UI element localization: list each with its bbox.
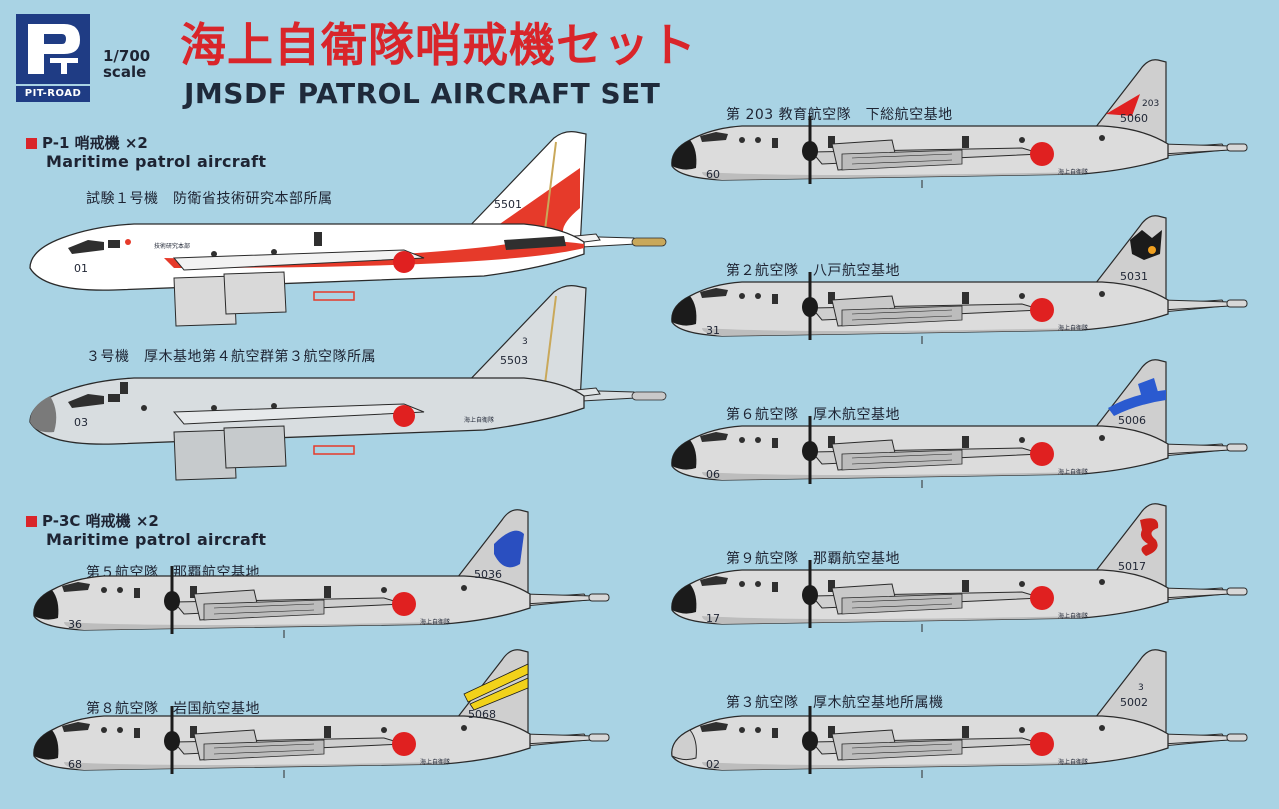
p3c-7-nose-number: 02	[706, 758, 720, 771]
p3c-section-heading: P-3C 哨戒機 ×2	[26, 510, 159, 531]
p1-1-tail-number: 5501	[494, 198, 522, 211]
p1-aircraft-1-caption: 試験１号機 防衛省技術研究本部所属	[86, 191, 333, 207]
p1-2-tail-top: 3	[522, 337, 528, 347]
p3c-5-nose-number: 06	[706, 468, 720, 481]
red-square-icon	[26, 138, 37, 149]
p1-2-fuselage-text: 海上自衛隊	[464, 416, 494, 424]
p3c-7-tail-top: 3	[1138, 683, 1144, 693]
p3c-3-tail-number: 5060	[1120, 112, 1148, 125]
logo-emblem-icon	[16, 14, 90, 84]
page-title-jp: 海上自衛隊哨戒機セット	[180, 18, 697, 72]
p3c-aircraft-5-caption: 第６航空隊 厚木航空基地	[726, 407, 900, 423]
p1-1-nose-number: 01	[74, 262, 88, 275]
p3c-subtitle: Maritime patrol aircraft	[46, 530, 267, 549]
pit-road-logo: PIT-ROAD	[16, 14, 90, 102]
p3c-4-tail-number: 5031	[1120, 270, 1148, 283]
p1-heading-text: P-1 哨戒機 ×2	[42, 134, 148, 152]
p3c-aircraft-7: 3 5002 02 海上自衛隊	[670, 648, 1249, 780]
p3c-aircraft-2: 5068 68 海上自衛隊	[32, 648, 611, 780]
p1-2-nose-number: 03	[74, 416, 88, 429]
p3c-1-nose-number: 36	[68, 618, 82, 631]
p3c-2-tail-number: 5068	[468, 708, 496, 721]
p1-1-fuselage-text: 技術研究本部	[154, 242, 190, 250]
p3c-aircraft-3: 203 5060 60 海上自衛隊	[670, 58, 1249, 190]
p3c-4-fuselage-text: 海上自衛隊	[1058, 324, 1088, 332]
p3c-aircraft-5: 5006 06 海上自衛隊	[670, 358, 1249, 490]
p3c-aircraft-4-caption: 第２航空隊 八戸航空基地	[726, 263, 900, 279]
p3c-aircraft-3-caption: 第 203 教育航空隊 下総航空基地	[726, 107, 953, 123]
p3c-aircraft-6: 5017 17 海上自衛隊	[670, 502, 1249, 634]
scale-label: 1/700 scale	[103, 48, 173, 80]
p3c-7-tail-number: 5002	[1120, 696, 1148, 709]
p3c-6-nose-number: 17	[706, 612, 720, 625]
p3c-3-tail-top: 203	[1142, 99, 1159, 109]
red-square-icon	[26, 516, 37, 527]
p3c-1-tail-number: 5036	[474, 568, 502, 581]
p3c-aircraft-4: 5031 31 海上自衛隊	[670, 214, 1249, 346]
p1-2-tail-number: 5503	[500, 354, 528, 367]
p3c-5-tail-number: 5006	[1118, 414, 1146, 427]
p3c-3-fuselage-text: 海上自衛隊	[1058, 168, 1088, 176]
p1-aircraft-2: 3 5503 03 海上自衛隊	[29, 285, 667, 481]
p3c-2-nose-number: 68	[68, 758, 82, 771]
p1-section-heading: P-1 哨戒機 ×2	[26, 132, 148, 153]
p3c-4-nose-number: 31	[706, 324, 720, 337]
p3c-2-fuselage-text: 海上自衛隊	[420, 758, 450, 766]
p3c-aircraft-7-caption: 第３航空隊 厚木航空基地所属機	[726, 695, 944, 711]
p3c-aircraft-6-caption: 第９航空隊 那覇航空基地	[726, 551, 900, 567]
p3c-7-fuselage-text: 海上自衛隊	[1058, 758, 1088, 766]
p1-aircraft-2-caption: ３号機 厚木基地第４航空群第３航空隊所属	[86, 349, 376, 365]
p3c-6-fuselage-text: 海上自衛隊	[1058, 612, 1088, 620]
p3c-6-tail-number: 5017	[1118, 560, 1146, 573]
p3c-aircraft-1: 5036 36 海上自衛隊	[32, 508, 611, 640]
logo-text: PIT-ROAD	[16, 86, 90, 102]
p3c-3-nose-number: 60	[706, 168, 720, 181]
p3c-5-fuselage-text: 海上自衛隊	[1058, 468, 1088, 476]
p1-subtitle: Maritime patrol aircraft	[46, 152, 267, 171]
p3c-heading-text: P-3C 哨戒機 ×2	[42, 512, 159, 530]
page-title-en: JMSDF PATROL AIRCRAFT SET	[184, 77, 661, 110]
scale-ratio: 1/700	[103, 47, 151, 65]
p1-aircraft-1: 5501 01 技術研究本部	[29, 131, 667, 327]
scale-word: scale	[103, 63, 147, 81]
p3c-1-fuselage-text: 海上自衛隊	[420, 618, 450, 626]
